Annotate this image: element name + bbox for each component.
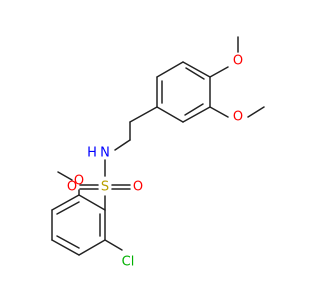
oxygen-label: O: [133, 180, 143, 195]
bond: [78, 239, 106, 256]
bond: [51, 194, 80, 211]
bond: [247, 106, 265, 118]
hydrogen-label: H: [87, 146, 97, 161]
bond-layer: [51, 36, 265, 256]
oxygen-label: O: [74, 174, 84, 189]
structure-canvas: O O N H S O O O Cl: [51, 36, 265, 270]
bond: [129, 106, 158, 123]
sulfur-label: S: [101, 180, 109, 195]
bond: [57, 171, 73, 181]
oxygen-label: O: [233, 54, 243, 69]
chlorine-label: Cl: [122, 255, 135, 270]
bond-inner: [56, 235, 80, 249]
bond: [156, 106, 184, 123]
bond: [104, 239, 123, 251]
oxygen-label: O: [67, 180, 77, 195]
bond-inner: [56, 201, 80, 215]
bond: [114, 139, 131, 151]
bond: [209, 66, 229, 78]
bond: [209, 106, 229, 118]
nitrogen-label: N: [100, 146, 110, 161]
molecule-drawing: O O N H S O O O Cl: [51, 36, 265, 270]
bond: [78, 194, 106, 211]
bond: [182, 61, 211, 78]
oxygen-label: O: [233, 110, 243, 125]
bond-inner: [184, 103, 204, 116]
bond: [182, 106, 211, 123]
atom-label-layer: O O N H S O O O Cl: [67, 54, 243, 270]
bond: [51, 239, 80, 256]
bond-inner: [185, 67, 205, 80]
bond: [156, 61, 184, 78]
